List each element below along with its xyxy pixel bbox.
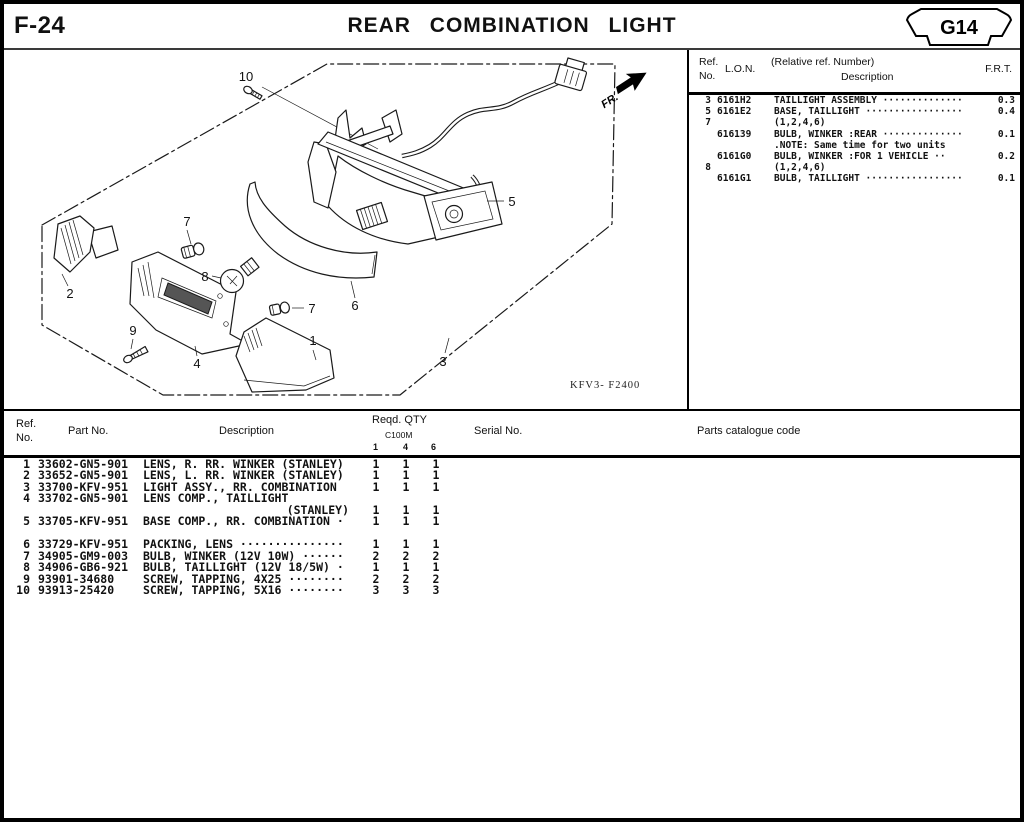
- bulb-winker-small-top: [180, 242, 205, 259]
- parts-table: Ref. No. Part No. Description Reqd. QTY …: [4, 411, 1020, 818]
- ref-table-hdr-frt: F.R.T.: [985, 63, 1012, 75]
- parts-table-underline: [4, 455, 1020, 458]
- taillight-assembly: [307, 109, 503, 245]
- ref-table-hdr-lon: L.O.N.: [725, 63, 756, 75]
- page-ref: F-24: [14, 12, 66, 39]
- callout-8: 8: [201, 269, 208, 284]
- bulb-taillight: [219, 257, 260, 294]
- base-plate-hole: [444, 204, 464, 224]
- callout-7b: 7: [308, 301, 315, 316]
- parts-hdr-catalogue: Parts catalogue code: [697, 425, 801, 437]
- parts-hdr-qty1: 1: [373, 442, 379, 452]
- exploded-diagram: 10 5 2 7 8 6 7 9 4 1 3 FR. KFV3- F2400: [41, 57, 647, 396]
- callout-1: 1: [309, 333, 316, 348]
- parts-hdr-serial: Serial No.: [474, 425, 523, 437]
- lens4-window-frame: [157, 277, 217, 319]
- ref-table-hdr-desc2: Description: [841, 71, 894, 83]
- callout-4: 4: [193, 356, 200, 371]
- screw-tapping-9: [123, 345, 149, 364]
- lens2-socket-box: [87, 225, 119, 259]
- fr-arrow-icon: [616, 72, 647, 95]
- divider-vertical: [687, 50, 689, 411]
- callout-9: 9: [129, 323, 136, 338]
- plate-badge: G14: [905, 8, 1013, 46]
- bulb-socket: [355, 201, 389, 231]
- packing-band: [246, 181, 378, 279]
- base-plate-hole-inner: [449, 209, 459, 219]
- parts-hdr-reqd-qty: Reqd. QTY: [372, 414, 428, 426]
- callout-5: 5: [508, 194, 515, 209]
- housing-rim-line: [325, 141, 473, 201]
- divider-horizontal: [4, 409, 1020, 411]
- parts-hdr-description: Description: [219, 425, 275, 437]
- lens-taillight-comp: [129, 251, 249, 355]
- parts-hdr-ref1: Ref.: [16, 418, 37, 430]
- lens2-body: [53, 215, 95, 273]
- lens4-window: [163, 282, 213, 315]
- ref-table-row: .NOTE: Same time for two units: [774, 139, 946, 151]
- callout-leaders: [61, 200, 504, 361]
- callout-10: 10: [239, 69, 253, 84]
- lens-right-winker: [235, 317, 335, 393]
- packing-end-line: [371, 254, 376, 275]
- screw-tapping-10: [243, 85, 263, 100]
- ref-table-hdr-ref2: No.: [699, 70, 716, 82]
- callout-3: 3: [439, 354, 446, 369]
- parts-hdr-qty6: 6: [431, 442, 437, 452]
- callout-6: 6: [351, 298, 358, 313]
- plate-badge-outline: [905, 8, 1013, 46]
- fr-label: FR.: [599, 91, 620, 111]
- wire-harness-inner: [401, 78, 565, 158]
- callout-7a: 7: [183, 214, 190, 229]
- ref-table-row: 8(1,2,4,6): [705, 162, 826, 174]
- parts-hdr-model: C100M: [385, 430, 413, 440]
- ref-table-hdr-desc1: (Relative ref. Number): [771, 56, 875, 68]
- parts-hdr-qty4: 4: [403, 442, 409, 452]
- plate-code: G14: [940, 17, 979, 39]
- bulb-winker-small-bottom: [268, 301, 290, 316]
- base-plate: [423, 181, 503, 241]
- drawing-code: KFV3- F2400: [570, 380, 640, 391]
- boundary-frame: [41, 63, 616, 396]
- ref-table-underline: [689, 92, 1020, 95]
- ref-table-hdr-ref1: Ref.: [699, 56, 719, 68]
- parts-hdr-part-no: Part No.: [68, 425, 109, 437]
- connector-plug: [554, 57, 588, 92]
- base-plate-inner: [431, 190, 494, 231]
- ref-table-row: 7(1,2,4,6): [705, 117, 826, 129]
- page-header: F-24 REAR COMBINATION LIGHT G14: [4, 4, 1020, 50]
- ref-table: Ref. No. L.O.N. (Relative ref. Number) D…: [689, 50, 1020, 409]
- lens-left-winker: [53, 215, 119, 273]
- callout-2: 2: [66, 286, 73, 301]
- fr-arrow: FR.: [599, 72, 647, 111]
- page-title: REAR COMBINATION LIGHT: [347, 14, 677, 37]
- parts-hdr-ref2: No.: [16, 432, 34, 444]
- lens1-body: [235, 317, 335, 393]
